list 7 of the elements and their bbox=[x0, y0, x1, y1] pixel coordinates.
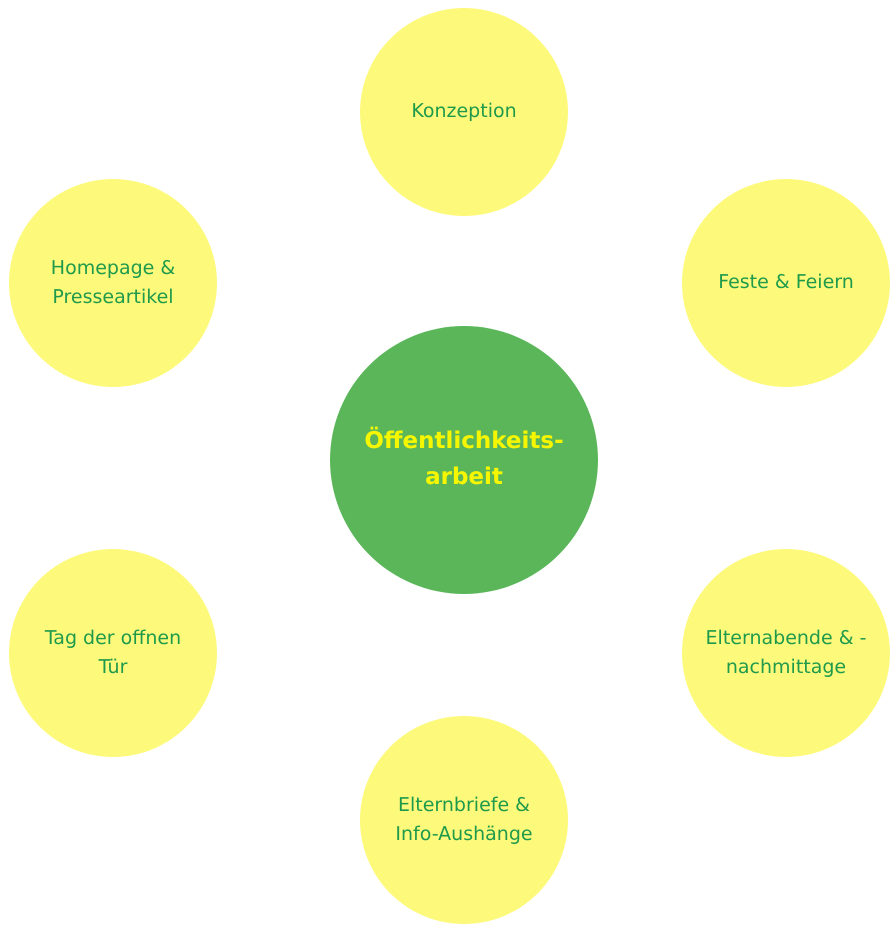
topic-label: Homepage & Presseartikel bbox=[50, 256, 176, 310]
topic-label: Tag der offnen Tür bbox=[44, 626, 182, 680]
topic-label: Elternbriefe & Info-Aushänge bbox=[394, 792, 534, 847]
topic-label: Konzeption bbox=[410, 99, 518, 124]
topic-label: Feste & Feiern bbox=[717, 270, 855, 296]
topic-label: Elternabende & -nachmittage bbox=[704, 626, 868, 680]
topic-label: Öffentlichkeits- arbeit bbox=[363, 426, 565, 492]
